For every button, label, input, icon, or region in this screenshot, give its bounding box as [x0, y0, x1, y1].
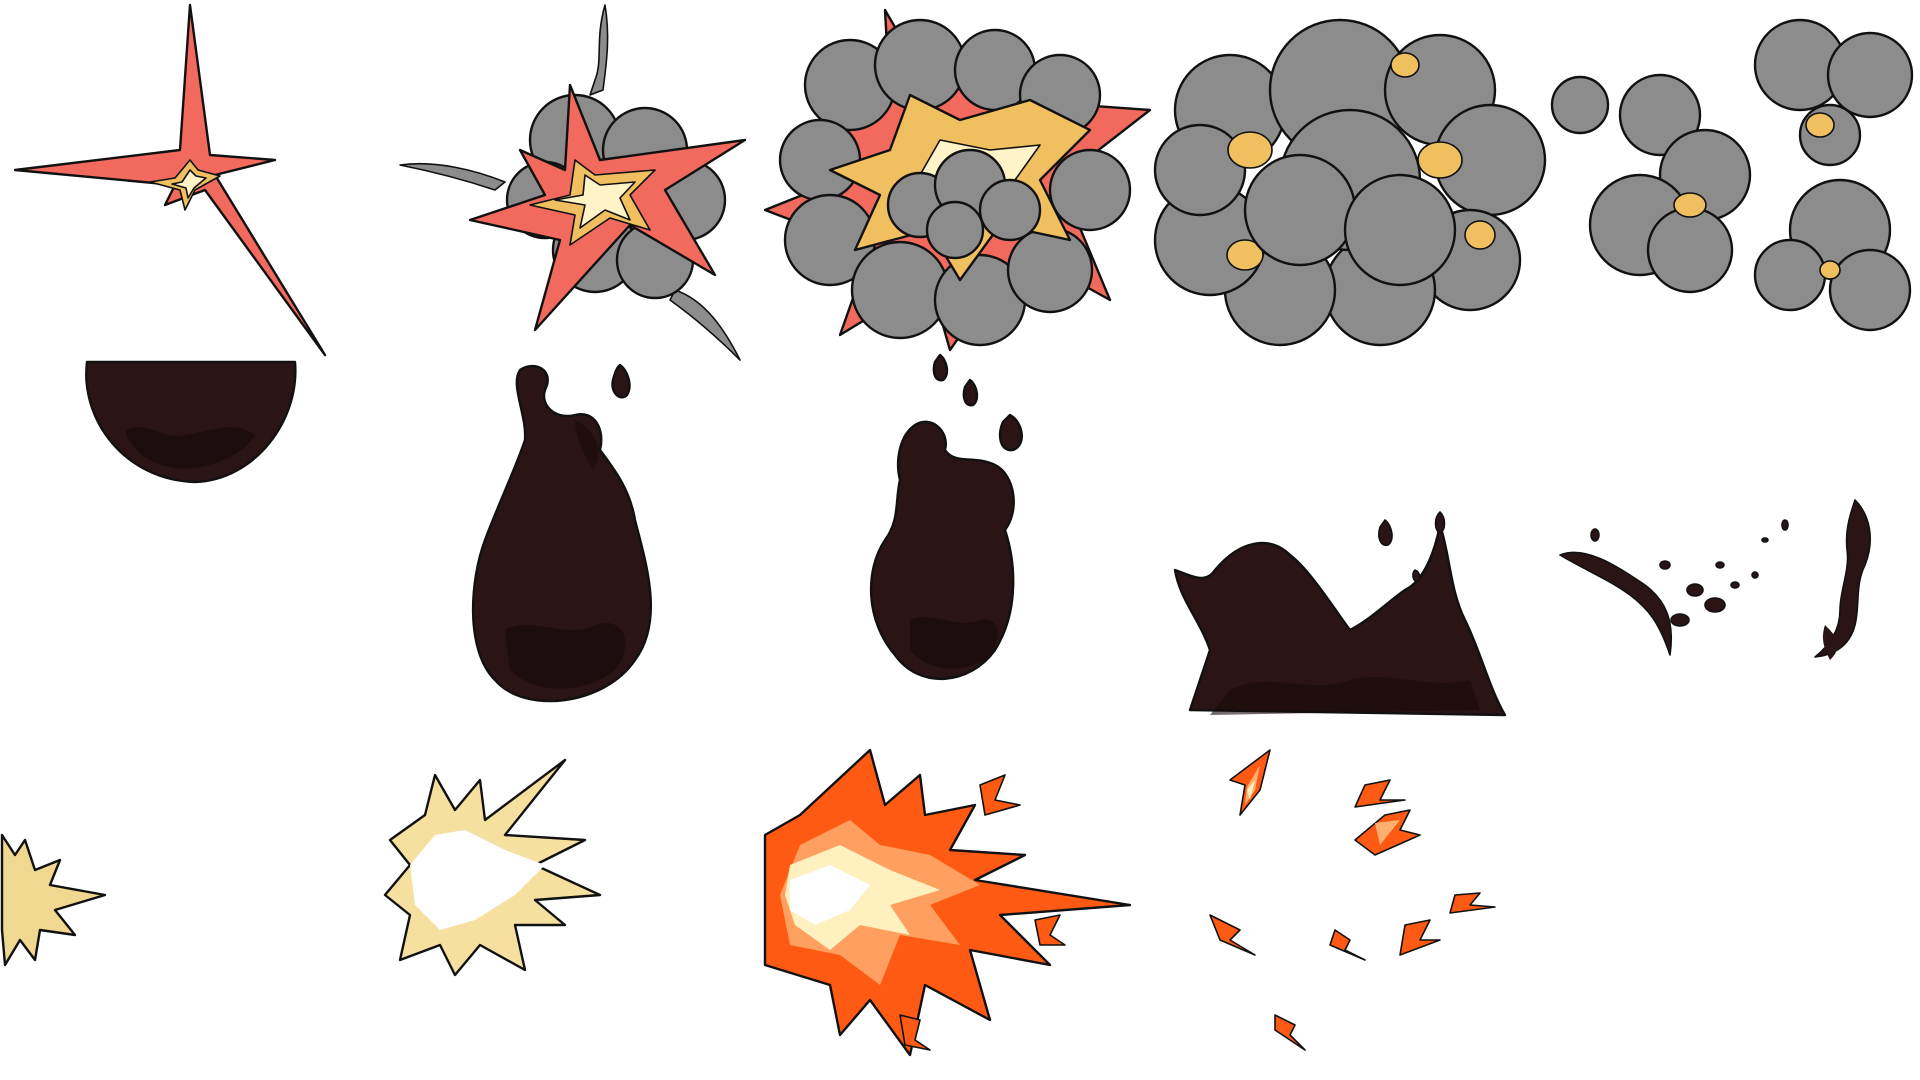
spark-shards-icon [1205, 745, 1545, 1055]
blob-scatter-icon [1555, 495, 1900, 675]
blob-half-icon [85, 360, 305, 490]
burst-with-smoke-icon [395, 0, 765, 370]
flash-white-icon [383, 755, 615, 985]
blob-drip-small-icon [855, 350, 1065, 720]
flash-star-icon [10, 0, 330, 360]
dissipating-smoke-icon [1530, 5, 1920, 355]
smoke-cloud-icon [1150, 10, 1550, 350]
blob-splash-icon [1170, 510, 1520, 720]
spark-small-icon [0, 830, 110, 970]
blob-drip-icon [465, 360, 695, 720]
flash-orange-icon [760, 745, 1140, 1065]
fireball-smoke-icon [760, 8, 1160, 370]
